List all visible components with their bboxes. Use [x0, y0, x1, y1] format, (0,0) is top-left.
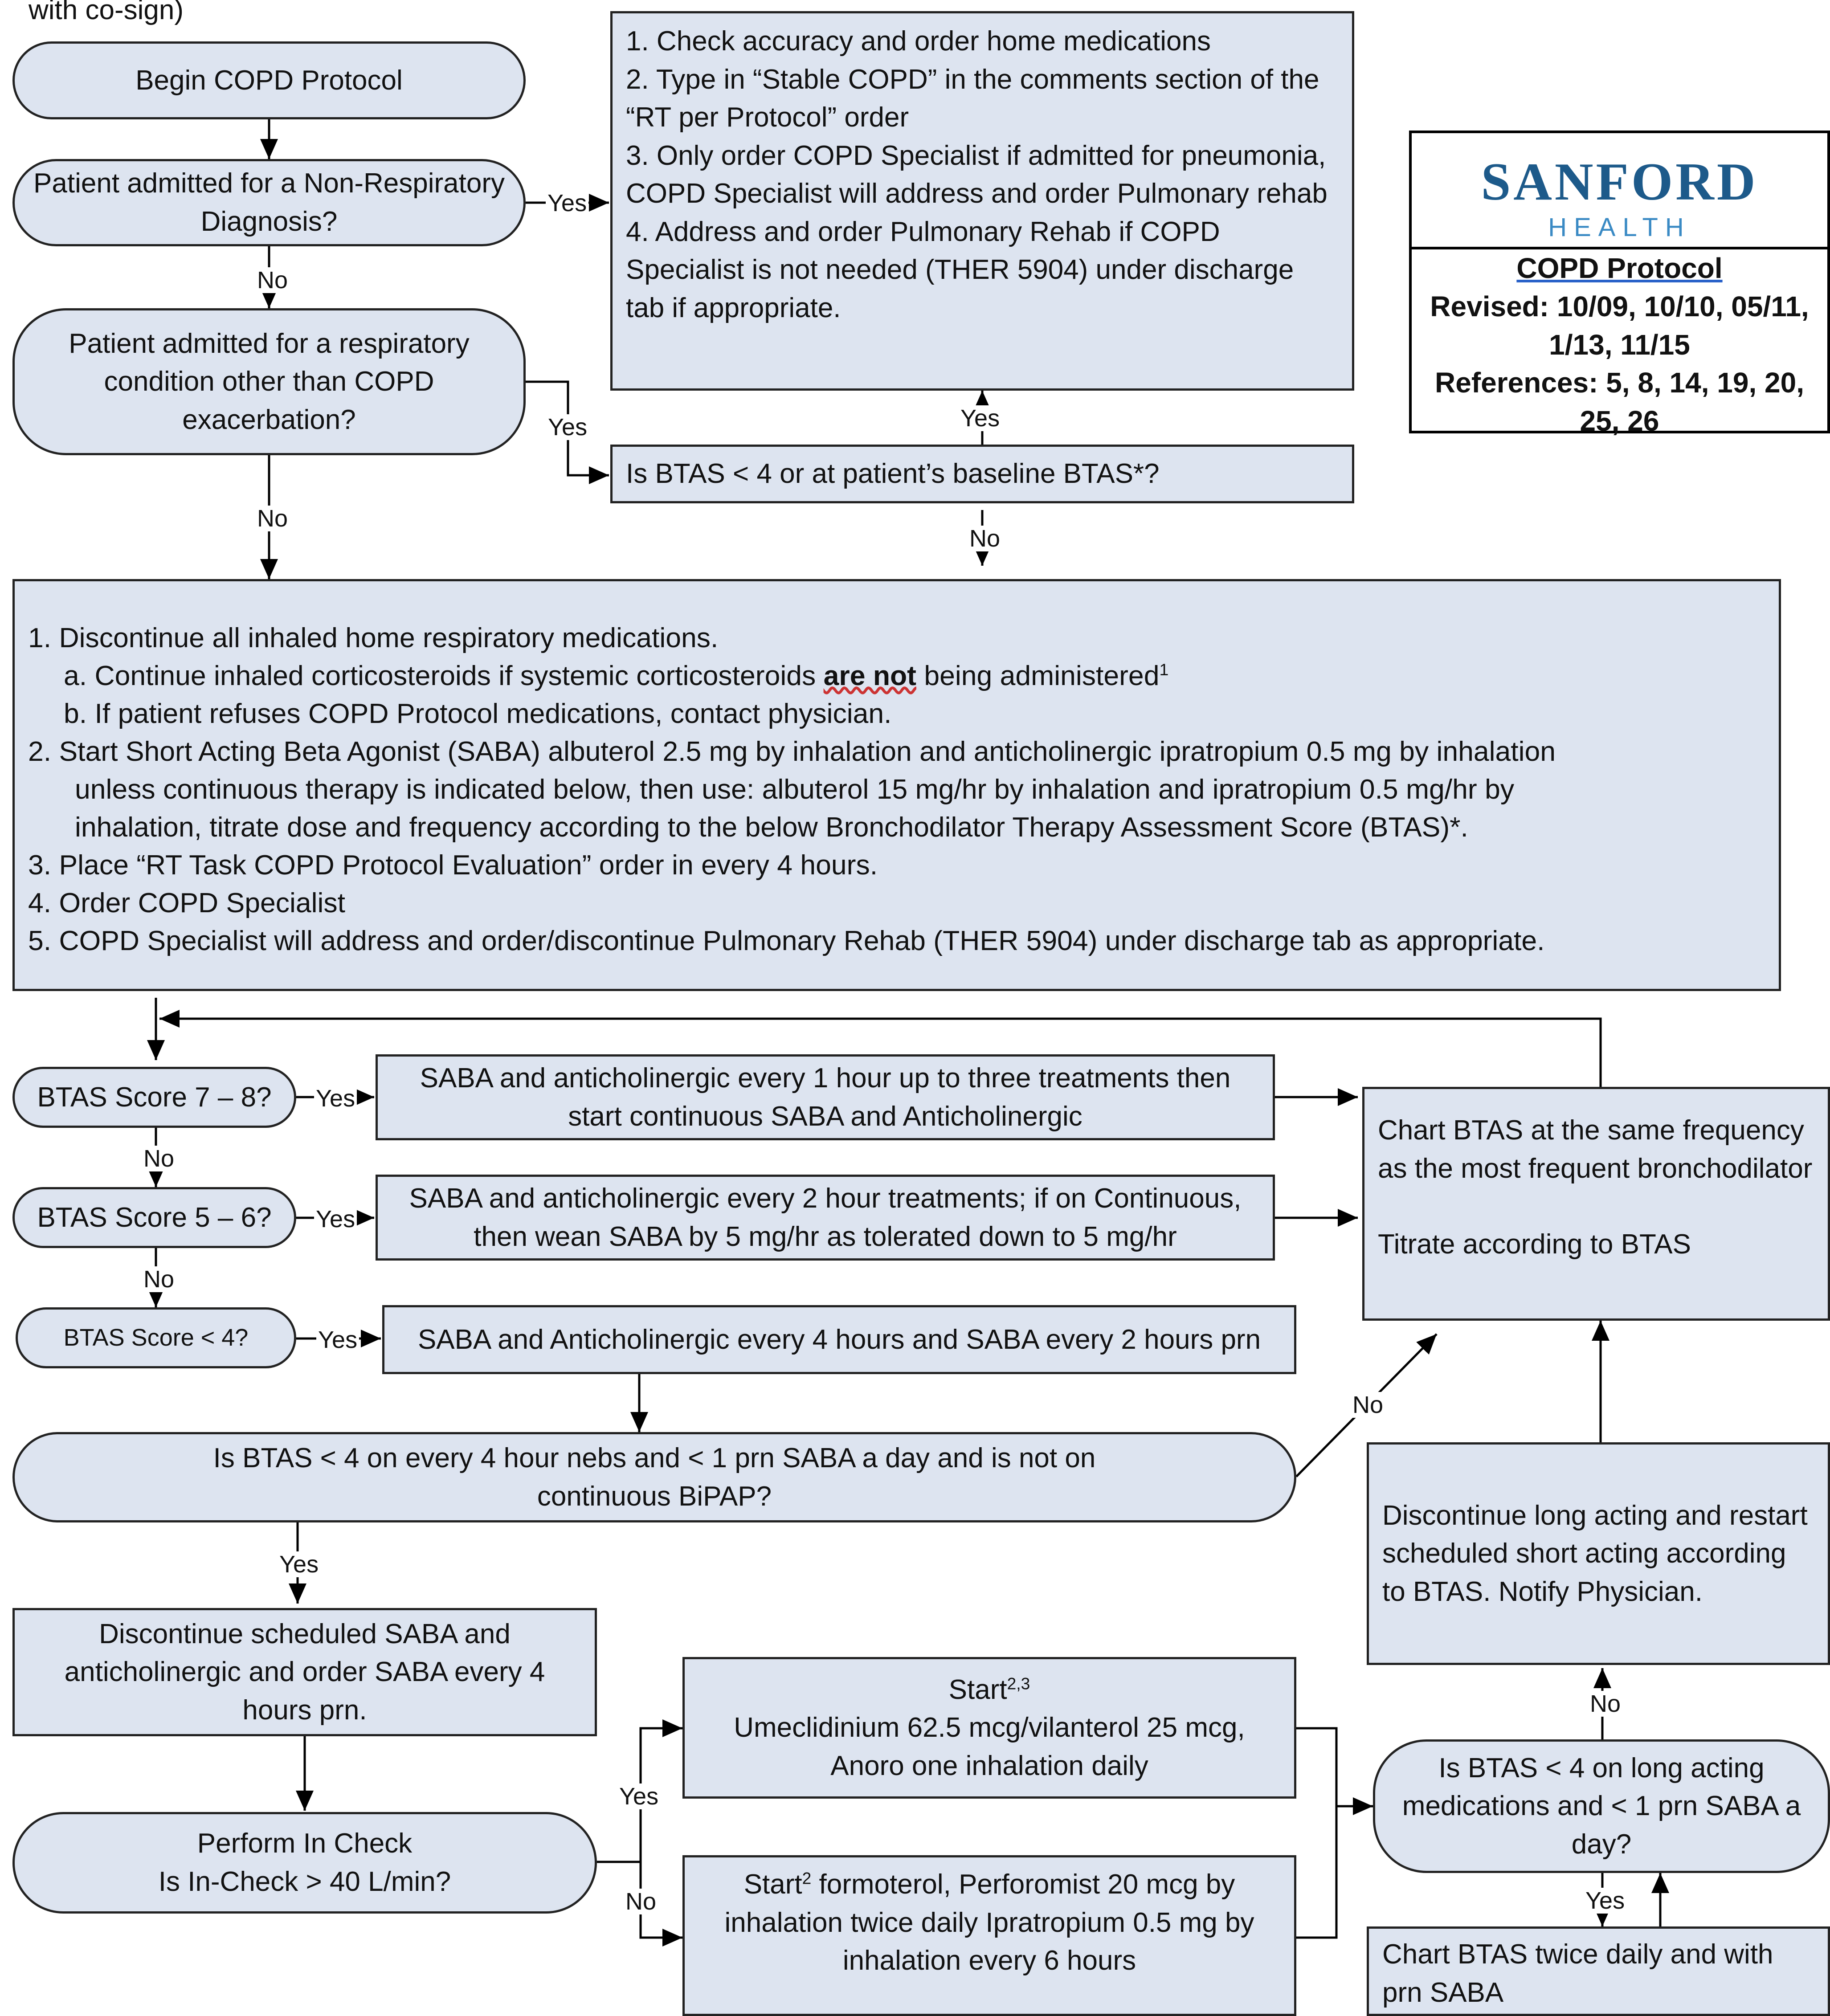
label-yes-btas4: Yes [316, 1327, 359, 1353]
titrate-text: Titrate according to BTAS [1378, 1229, 1691, 1260]
start-anoro-box: Start2,3 Umeclidinium 62.5 mcg/vilantero… [682, 1657, 1296, 1799]
question-4-hour-nebs: Is BTAS < 4 on every 4 hour nebs and < 1… [12, 1432, 1296, 1522]
main-instructions-box: 1. Discontinue all inhaled home respirat… [12, 579, 1781, 991]
logo-revised: Revised: 10/09, 10/10, 05/11, 1/13, 11/1… [1430, 290, 1809, 361]
main-step-5: 5. COPD Specialist will address and orde… [28, 925, 1545, 956]
question-non-respiratory: Patient admitted for a Non-Respiratory D… [12, 159, 526, 246]
label-yes-btas78: Yes [314, 1086, 357, 1111]
label-no-q1: No [255, 267, 290, 293]
arrow-loop-back [159, 1010, 1602, 1087]
home-medications-box: 1. Check accuracy and order home medicat… [610, 11, 1354, 391]
label-no-btas78: No [142, 1146, 176, 1171]
main-step-2-cont-2: inhalation, titrate dose and frequency a… [75, 812, 1468, 843]
main-step-1: 1. Discontinue all inhaled home respirat… [28, 622, 719, 653]
arrow-incheck-no [639, 1862, 682, 1947]
label-yes-q1: Yes [546, 190, 589, 216]
label-no-incheck: No [624, 1889, 658, 1914]
begin-node: Begin COPD Protocol [12, 41, 526, 119]
label-yes-long: Yes [1584, 1888, 1627, 1914]
home-med-step-2: 2. Type in “Stable COPD” in the comments… [626, 64, 1319, 133]
main-step-1b: b. If patient refuses COPD Protocol medi… [64, 698, 892, 729]
action-btas-4: SABA and Anticholinergic every 4 hours a… [382, 1305, 1296, 1374]
start-anoro-body: Umeclidinium 62.5 mcg/vilanterol 25 mcg,… [734, 1712, 1245, 1781]
label-no-long: No [1588, 1691, 1623, 1717]
label-yes-incheck: Yes [617, 1783, 661, 1809]
question-btas-7-8: BTAS Score 7 – 8? [12, 1067, 296, 1128]
start-formoterol-box: Start2 formoterol, Perforomist 20 mcg by… [682, 1855, 1296, 2016]
label-yes-baseline: Yes [959, 405, 1002, 431]
question-btas-baseline: Is BTAS < 4 or at patient’s baseline BTA… [610, 445, 1354, 503]
question-long-acting: Is BTAS < 4 on long acting medications a… [1373, 1739, 1830, 1873]
merge-lines [1296, 1727, 1338, 1939]
main-step-2: 2. Start Short Acting Beta Agonist (SABA… [28, 736, 1556, 767]
main-step-3: 3. Place “RT Task COPD Protocol Evaluati… [28, 849, 878, 881]
logo-details: COPD Protocol Revised: 10/09, 10/10, 05/… [1412, 249, 1827, 441]
sanford-logo: SANFORD HEALTH [1412, 133, 1827, 249]
question-respiratory-other: Patient admitted for a respiratory condi… [12, 308, 526, 455]
home-med-step-4: 4. Address and order Pulmonary Rehab if … [626, 216, 1294, 323]
home-med-step-3: 3. Only order COPD Specialist if admitte… [626, 140, 1328, 209]
start-anoro-title: Start2,3 [948, 1674, 1030, 1705]
incheck-node: Perform In Check Is In-Check > 40 L/min? [12, 1812, 597, 1914]
main-step-4: 4. Order COPD Specialist [28, 887, 346, 918]
logo-references: References: 5, 8, 14, 19, 20, 25, 26 [1435, 367, 1804, 437]
label-no-baseline: No [968, 526, 1002, 551]
label-no-btas56: No [142, 1266, 176, 1292]
incheck-line-2: Is In-Check > 40 L/min? [158, 1866, 451, 1897]
chart-btas-box: Chart BTAS at the same frequency as the … [1362, 1087, 1830, 1321]
chart-btas-text: Chart BTAS at the same frequency as the … [1378, 1115, 1813, 1184]
main-step-1a: a. Continue inhaled corticosteroids if s… [64, 660, 1169, 691]
top-fragment-text: with co-sign) [29, 0, 184, 25]
label-yes-4hour: Yes [278, 1551, 321, 1577]
home-med-step-1: 1. Check accuracy and order home medicat… [626, 26, 1211, 57]
label-yes-q2: Yes [546, 414, 589, 440]
chart-btas-twice-box: Chart BTAS twice daily and with prn SABA [1367, 1926, 1830, 2016]
question-btas-4: BTAS Score < 4? [16, 1307, 296, 1368]
logo-sub-text: HEALTH [1548, 213, 1691, 242]
incheck-line-1: Perform In Check [197, 1828, 413, 1859]
action-btas-5-6: SABA and anticholinergic every 2 hour tr… [376, 1175, 1275, 1261]
action-btas-7-8: SABA and anticholinergic every 1 hour up… [376, 1054, 1275, 1140]
label-no-q2: No [255, 506, 290, 531]
discontinue-scheduled-box: Discontinue scheduled SABA and anticholi… [12, 1608, 597, 1736]
sanford-logo-block: SANFORD HEALTH COPD Protocol Revised: 10… [1409, 131, 1830, 437]
logo-title: COPD Protocol [1516, 252, 1723, 284]
logo-brand-text: SANFORD [1481, 152, 1758, 211]
label-no-4hour: No [1351, 1392, 1385, 1418]
main-step-2-cont-1: unless continuous therapy is indicated b… [75, 774, 1515, 805]
discontinue-long-acting-box: Discontinue long acting and restart sche… [1367, 1442, 1830, 1665]
label-yes-btas56: Yes [314, 1206, 357, 1232]
question-btas-5-6: BTAS Score 5 – 6? [12, 1187, 296, 1248]
